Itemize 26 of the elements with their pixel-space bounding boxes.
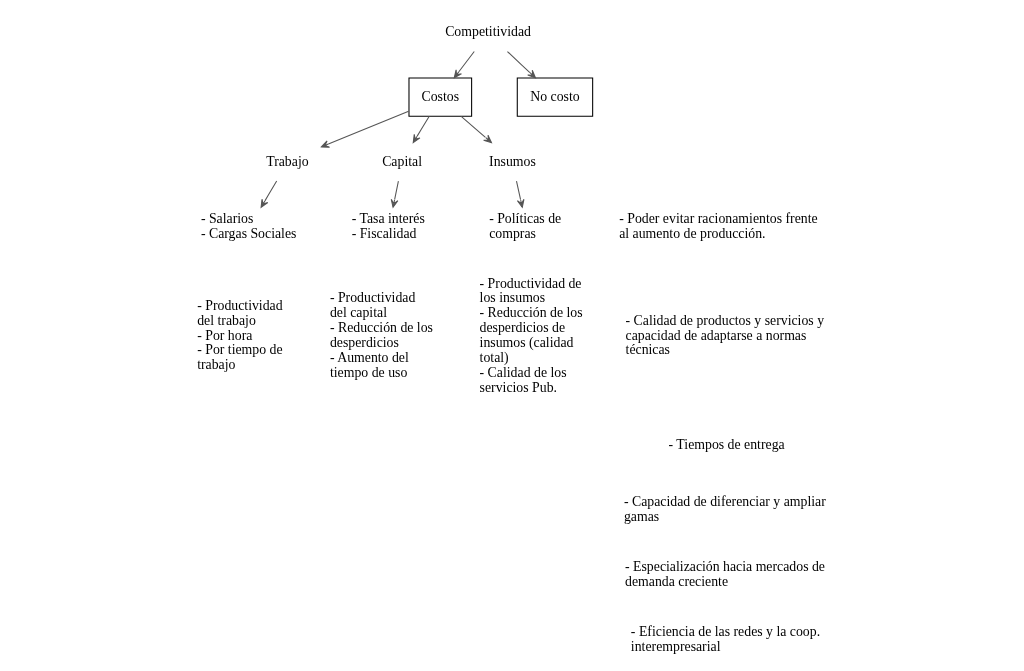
node-text: - Salarios - Cargas Sociales xyxy=(200,210,296,241)
node-text: Insumos xyxy=(488,152,536,168)
arrow xyxy=(515,180,524,208)
node-text: Trabajo xyxy=(265,152,309,168)
label: - Tiempos de entrega xyxy=(668,436,785,452)
node-box: Costos xyxy=(407,77,472,117)
label: - Productividad del trabajo - Por hora - Por tiempo de trabajo xyxy=(196,297,283,372)
label: - Capacidad de diferenciar y ampliar gamas xyxy=(623,493,826,524)
label: - Productividad de los insumos - Reducción de los desperdicios de insumos (calidad total) - Calidad de los servicios Pub. xyxy=(479,275,583,395)
arrow xyxy=(412,115,430,143)
arrow xyxy=(453,50,475,78)
node-text: - Tasa interés - Fiscalidad xyxy=(351,210,425,241)
node-box: No costo xyxy=(516,77,593,117)
label: - Calidad de productos y servicios y capacidad de adaptarse a normas técnicas xyxy=(625,312,824,357)
label: - Eficiencia de las redes y la coop. interempresarial xyxy=(630,623,820,654)
node-text: - Políticas de compras xyxy=(488,210,561,241)
arrow xyxy=(260,180,277,208)
arrow xyxy=(390,180,399,208)
arrow xyxy=(506,50,536,78)
label: - Especialización hacia mercados de demanda creciente xyxy=(624,558,825,589)
node-text: Capital xyxy=(381,152,422,168)
arrow xyxy=(460,115,492,143)
label: - Productividad del capital - Reducción de los desperdicios - Aumento del tiempo de uso xyxy=(329,289,433,380)
arrow xyxy=(320,110,409,148)
node-text: Competitividad xyxy=(444,23,531,39)
label: - Poder evitar racionamientos frente al aumento de producción. xyxy=(618,210,818,241)
